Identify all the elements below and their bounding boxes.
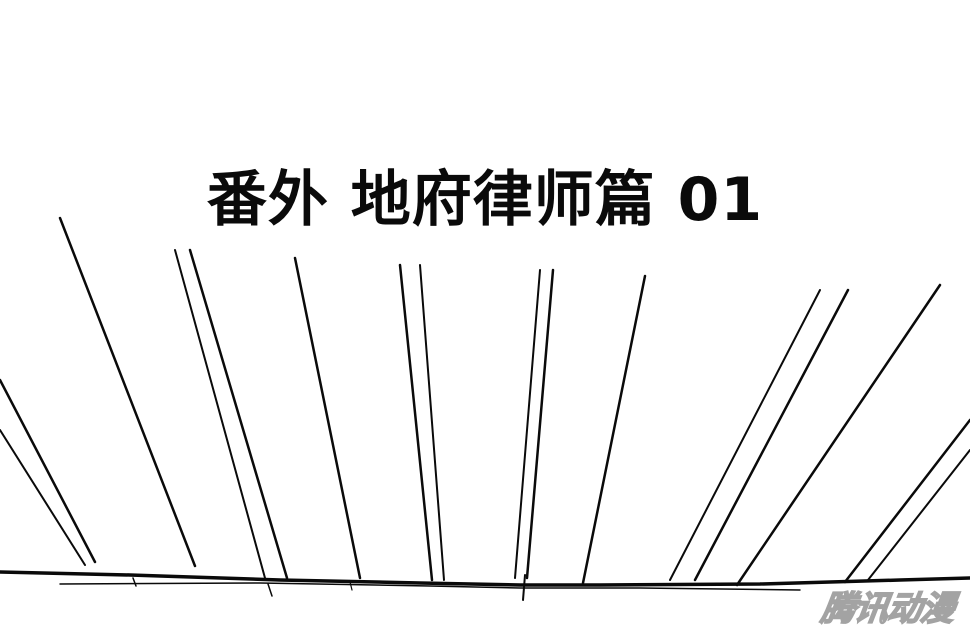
speed-line [669,289,821,581]
speed-line [0,429,86,566]
speed-line [419,264,445,581]
speed-line [514,269,541,579]
horizon-mark [522,574,526,601]
speed-line [398,263,434,582]
horizon-mark [349,581,353,591]
speed-line [525,268,555,580]
speed-line [0,378,97,564]
speed-line [581,274,647,585]
speed-line [843,418,970,584]
horizon-line [0,570,970,587]
chapter-title: 番外 地府律师篇 01 [206,165,764,235]
horizon-mark [267,583,273,597]
speed-line [693,288,850,582]
watermark-logo: 腾讯动漫 [818,588,957,630]
speed-line [58,216,197,568]
speed-line [867,449,970,581]
speed-line [188,248,289,580]
speed-line [735,283,942,587]
speed-line [293,256,362,580]
horizon-line-lower [59,582,801,591]
horizon-mark [132,577,137,587]
speed-line [174,249,266,579]
